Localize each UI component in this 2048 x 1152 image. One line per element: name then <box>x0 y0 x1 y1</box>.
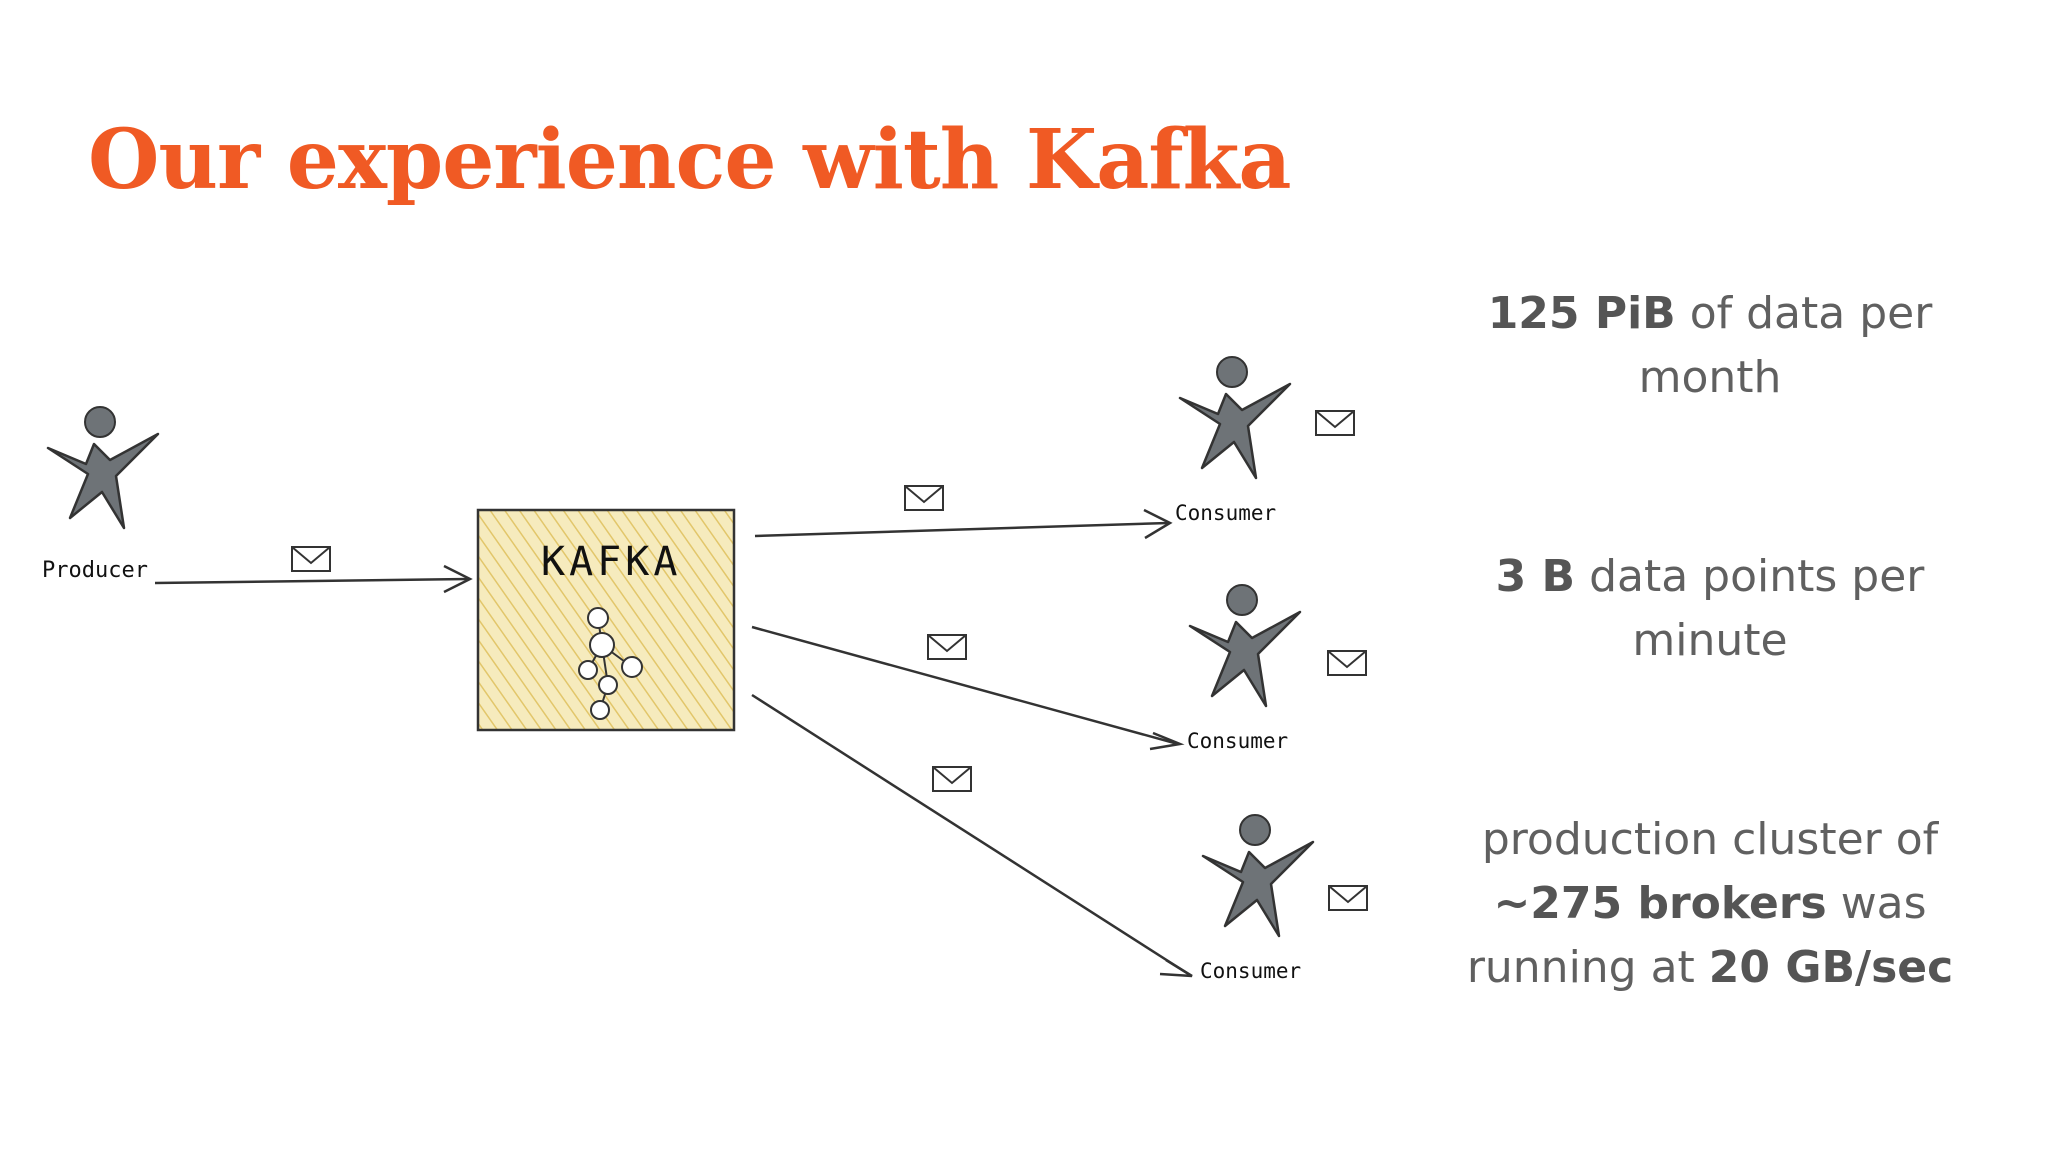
consumer-3-person-icon <box>1201 813 1315 938</box>
kafka-broker-box: KAFKA <box>476 508 736 732</box>
consumer-2-label: Consumer <box>1187 729 1288 753</box>
envelope-icon <box>904 485 944 511</box>
consumer-1-label: Consumer <box>1175 501 1276 525</box>
stat-cluster: production cluster of ~275 brokers was r… <box>1440 808 1980 1000</box>
slide-title: Our experience with Kafka <box>88 112 1292 208</box>
stat-cluster-text-pre: production cluster of <box>1481 814 1939 865</box>
kafka-label: KAFKA <box>541 539 681 585</box>
stat-cluster-text-mid: was running at <box>1466 878 1927 993</box>
stat-data-points-text: data points per minute <box>1575 551 1925 666</box>
envelope-icon <box>927 634 967 660</box>
stat-cluster-throughput-value: 20 GB/sec <box>1708 942 1954 993</box>
producer-person-icon <box>46 405 160 530</box>
kafka-to-consumer-1-arrow <box>754 508 1173 540</box>
kafka-to-consumer-2-arrow <box>751 625 1185 751</box>
producer-to-kafka-arrow <box>154 564 473 594</box>
consumer-1-person-icon <box>1178 355 1292 480</box>
envelope-icon <box>291 546 331 572</box>
consumer-2-person-icon <box>1188 583 1302 708</box>
producer-label: Producer <box>42 558 148 583</box>
envelope-icon <box>1328 885 1368 911</box>
kafka-cluster-icon <box>578 607 643 720</box>
envelope-icon <box>932 766 972 792</box>
consumer-3-label: Consumer <box>1200 959 1301 983</box>
stat-data-points: 3 B data points per minute <box>1440 545 1980 673</box>
envelope-icon <box>1315 410 1355 436</box>
stat-data-volume: 125 PiB of data per month <box>1440 282 1980 410</box>
stat-data-points-value: 3 B <box>1495 551 1576 602</box>
kafka-to-consumer-3-arrow <box>751 693 1193 978</box>
envelope-icon <box>1327 650 1367 676</box>
stats-panel: 125 PiB of data per month 3 B data point… <box>1440 0 1980 1152</box>
stat-cluster-brokers-value: ~275 brokers <box>1493 878 1827 929</box>
stat-data-volume-text: of data per month <box>1638 288 1933 403</box>
stat-data-volume-value: 125 PiB <box>1487 288 1676 339</box>
